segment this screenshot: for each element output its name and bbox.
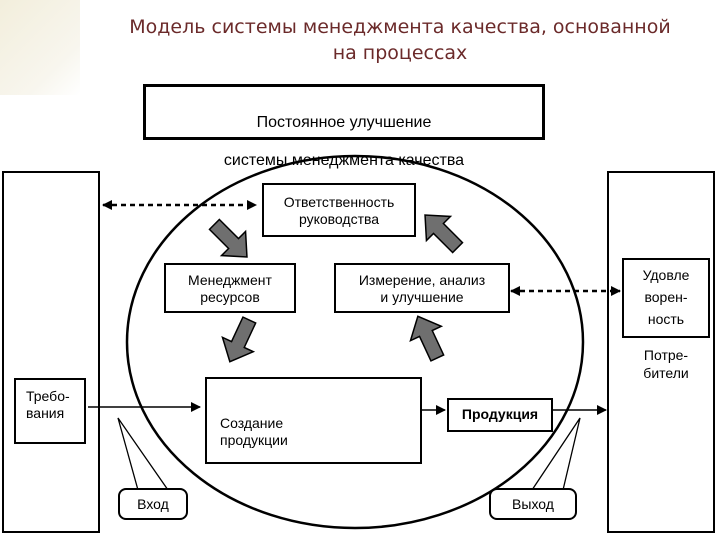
product-realization-box: Создание продукции bbox=[205, 377, 422, 464]
product-box: Продукция bbox=[447, 398, 553, 432]
cycle-arrow-3 bbox=[221, 316, 257, 363]
right-customer-bar bbox=[607, 171, 715, 533]
measurement-analysis-box: Измерение, анализ и улучшение bbox=[334, 263, 510, 313]
top-box-line-1: Постоянное улучшение bbox=[256, 114, 432, 131]
input-callout: Вход bbox=[118, 488, 188, 520]
title-line-2: на процессах bbox=[332, 42, 468, 64]
left-customer-bar bbox=[2, 171, 100, 533]
output-callout: Выход bbox=[489, 488, 577, 520]
top-box-line-2: системы менеджмента качества bbox=[223, 152, 465, 169]
product-realization-label: Создание продукции bbox=[220, 415, 288, 448]
cycle-arrow-1 bbox=[208, 218, 248, 258]
slide-title: Модель системы менеджмента качества, осн… bbox=[80, 14, 720, 66]
management-responsibility-box: Ответственность руководства bbox=[262, 183, 416, 237]
cycle-arrow-4 bbox=[409, 315, 445, 362]
consumers-label: Потре- бители bbox=[643, 347, 689, 381]
requirements-label: Требо- вания bbox=[14, 378, 86, 444]
continuous-improvement-box: Постоянное улучшение системы менеджмента… bbox=[143, 84, 545, 169]
satisfaction-label: Удовле ворен- ность bbox=[622, 258, 710, 338]
cycle-arrow-2 bbox=[424, 214, 464, 254]
output-callout-pointer bbox=[531, 417, 581, 491]
resource-management-box: Менеджмент ресурсов bbox=[164, 263, 296, 313]
title-line-1: Модель системы менеджмента качества, осн… bbox=[129, 16, 671, 38]
decorative-corner bbox=[0, 0, 80, 95]
input-callout-pointer bbox=[117, 417, 169, 491]
